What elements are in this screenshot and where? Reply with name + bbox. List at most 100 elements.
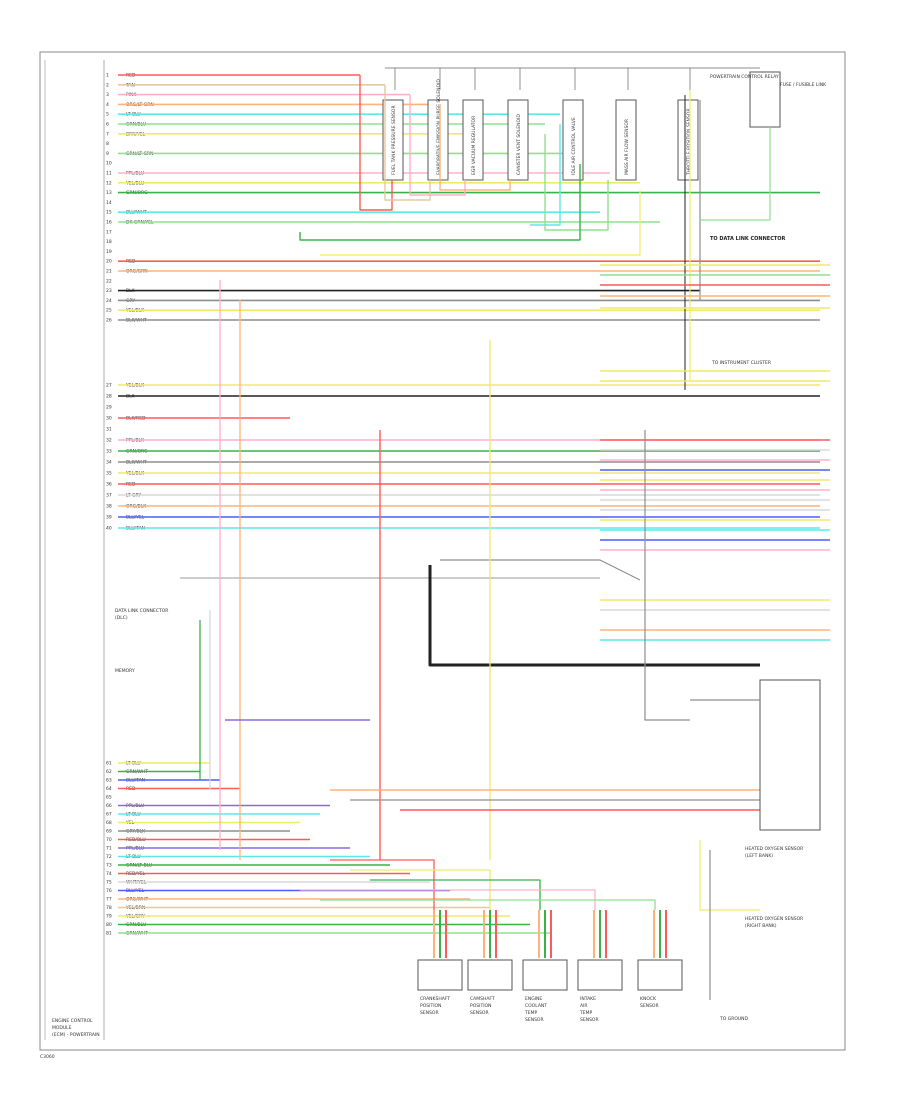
ecm-pin-18: 18 (106, 239, 112, 245)
title-block-line: ENGINE CONTROL (52, 1018, 93, 1024)
pin-number: 77 (106, 897, 112, 903)
sensor-label: ENGINE (525, 996, 542, 1002)
wire-to-top-3 (409, 95, 466, 196)
top-component-1: FUEL TANK PRESSURE SENSOR (382, 99, 404, 181)
memory-label: MEMORY (115, 668, 135, 674)
pin-number: 74 (106, 871, 112, 877)
ecm-pin-19: 19 (106, 249, 112, 255)
mid-gray (440, 559, 641, 581)
pin-number: 67 (106, 812, 112, 818)
fuse-label: FUSE / FUSIBLE LINK (780, 82, 827, 88)
pin-number: 76 (106, 888, 112, 894)
pin-number: 7 (106, 131, 109, 137)
o2-label: (RIGHT BANK) (745, 923, 777, 929)
pin-number: 36 (106, 482, 112, 488)
pin-number: 81 (106, 931, 112, 937)
sensor-label: SENSOR (420, 1010, 439, 1016)
pin-number: 24 (106, 298, 112, 304)
sensor-feed (330, 859, 435, 910)
component-box (677, 99, 699, 181)
pin-number: 19 (106, 249, 112, 255)
pin-number: 40 (106, 526, 112, 532)
pin-number: 39 (106, 515, 112, 521)
dlc-label: TO DATA LINK CONNECTOR (710, 236, 786, 242)
pin-number: 21 (106, 269, 112, 275)
sensor-label: KNOCK (640, 996, 657, 1002)
pin-number: 35 (106, 471, 112, 477)
sensor-label: TEMP (579, 1010, 592, 1016)
pin-number: 20 (106, 259, 112, 265)
top-component-3: EGR VACUUM REGULATOR (462, 99, 484, 181)
sensor-feed (370, 879, 541, 910)
sensor-feed (300, 889, 596, 910)
sensor-box (522, 959, 568, 991)
pin-number: 70 (106, 837, 112, 843)
sensor-box (467, 959, 513, 991)
bottom-sensor-1: CRANKSHAFTPOSITIONSENSORCRANKSHAFT POSIT… (417, 910, 463, 1016)
pin-number: 38 (106, 504, 112, 510)
sensor-label: CAMSHAFT (470, 996, 495, 1002)
sensor-label: TEMP (524, 1010, 537, 1016)
pin-number: 14 (106, 200, 112, 206)
wire-to-top-6 (544, 134, 609, 231)
o2-label: HEATED OXYGEN SENSOR (745, 916, 803, 922)
ground-label: TO GROUND (719, 1016, 749, 1022)
diagram-frame (39, 51, 846, 1051)
component-label: EGR VACUUM REGULATOR (471, 116, 477, 175)
pin-number: 10 (106, 161, 112, 167)
ecm-pin-14: 14 (106, 200, 112, 206)
page-code: C3060 (40, 1054, 55, 1060)
sensor-label: INTAKE (580, 996, 596, 1002)
heated-o2-module (759, 679, 821, 831)
wire-to-top-2 (384, 85, 431, 201)
sensor-label: SENSOR (640, 1003, 659, 1009)
wire-to-top-5 (530, 124, 561, 226)
pin-number: 3 (106, 92, 109, 98)
component-label: THROTTLE POSITION SENSOR (686, 109, 692, 176)
sensor-label: COOLANT (525, 1003, 547, 1009)
pin-number: 62 (106, 769, 112, 775)
o2-yellow (699, 840, 760, 911)
sensor-box (577, 959, 623, 991)
pin-number: 61 (106, 761, 112, 767)
pin-number: 79 (106, 914, 112, 920)
sensor-feed (350, 869, 491, 910)
pin-number: 29 (106, 405, 112, 411)
pin-number: 13 (106, 190, 112, 196)
sensor-label: POSITION (470, 1003, 491, 1009)
component-label: CANISTER VENT SOLENOID (516, 114, 522, 175)
dlc-note: DATA LINK CONNECTOR (115, 608, 168, 614)
bottom-sensor-2: CAMSHAFTPOSITIONSENSORCAMSHAFT POSITION … (467, 910, 513, 1016)
pin-number: 75 (106, 880, 112, 886)
pin-number: 25 (106, 308, 112, 314)
title-block-line: MODULE (52, 1025, 72, 1031)
ecm-pin-65: 65 (106, 795, 112, 801)
pin-number: 68 (106, 820, 112, 826)
pin-number: 5 (106, 112, 109, 118)
wire-to-top-8 (320, 190, 641, 256)
sensor-box (417, 959, 463, 991)
